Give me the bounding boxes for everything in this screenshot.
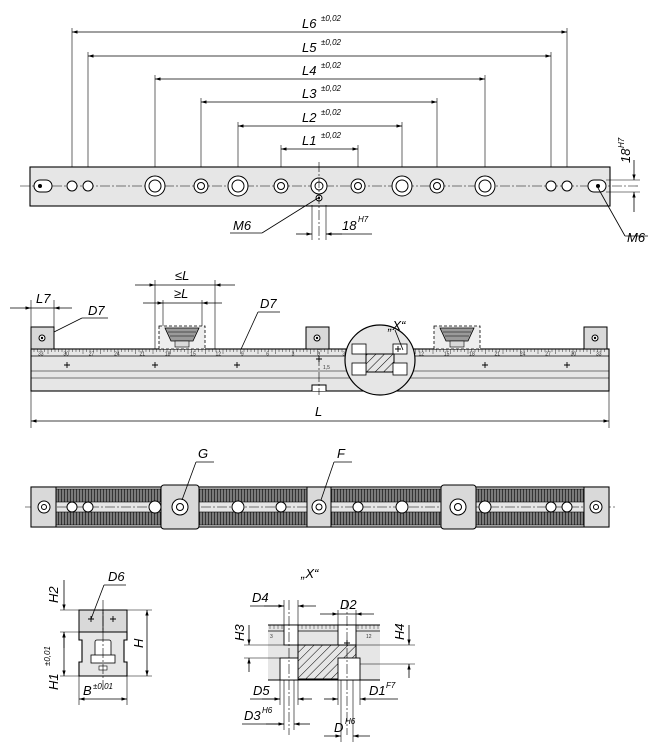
fit-bottom-label: 18 [342, 218, 357, 233]
detail-callout: „X“ [387, 318, 406, 333]
d3-tol: H6 [262, 706, 273, 715]
m6-left-leader [261, 197, 319, 234]
ruler-numeral: 15 [444, 352, 450, 358]
dim-l4-label: L4 [302, 63, 316, 78]
top-dimension-lines [72, 30, 567, 151]
dim-l2-label: L2 [302, 110, 317, 125]
ruler-ticks [33, 349, 605, 354]
ruler-numeral: 27 [89, 352, 95, 358]
plan-view: G F [25, 446, 615, 530]
ge-l-label: ≥L [174, 286, 188, 301]
left-slot-screw [38, 184, 42, 188]
d6-label: D6 [108, 569, 125, 584]
dim-l3-tol: ±0,02 [321, 84, 342, 93]
d7-mid-label: D7 [260, 296, 277, 311]
l7-label: L7 [36, 291, 51, 306]
ruler-numeral: 9 [241, 352, 244, 358]
h-label: H [131, 638, 146, 648]
ruler-numeral: 6 [266, 352, 269, 358]
dim-l1-label: L1 [302, 133, 316, 148]
ruler-numeral: 0 [317, 352, 320, 358]
dim-l6-label: L6 [302, 16, 317, 31]
d-label: D [334, 720, 343, 735]
detail-scale-c: 12 [366, 634, 372, 640]
dim-l2-tol: ±0,02 [321, 108, 342, 117]
end-view: H2 H1 ±0,01 H D6 B ±0,01 [43, 569, 152, 705]
dim-l4-tol: ±0,02 [321, 61, 342, 70]
ruler-numeral: 30 [63, 352, 69, 358]
m6-right-leader [597, 187, 626, 237]
b-tol: ±0,01 [93, 682, 113, 691]
d-tol: H6 [345, 717, 356, 726]
dim-l5-label: L5 [302, 40, 317, 55]
le-l-label: ≤L [175, 268, 189, 283]
fit-right-tol: H7 [617, 137, 626, 148]
m6-left-label: M6 [233, 218, 252, 233]
detail-x-circle [344, 324, 416, 396]
ruler-numeral: 21 [495, 352, 501, 358]
h4-label: H4 [392, 623, 407, 640]
mid-small-label: 1,5 [323, 365, 330, 371]
dim-l3-label: L3 [302, 86, 317, 101]
h3-label: H3 [232, 624, 247, 641]
h2-label: H2 [46, 586, 61, 603]
d2-label: D2 [340, 597, 357, 612]
top-holes [66, 162, 573, 240]
top-view: L6 ±0,02 L5 ±0,02 L4 ±0,02 L3 ±0,02 L2 ±… [20, 14, 648, 245]
length-label: L [315, 404, 322, 419]
d5-label: D5 [253, 683, 270, 698]
side-cross-markers [64, 356, 570, 368]
detail-title: „X“ [300, 566, 319, 581]
left-slot [33, 179, 53, 193]
ruler-numeral: 18 [469, 352, 475, 358]
side-view: ≤L ≥L L7 D7 D7 3330272421181512963036912… [10, 268, 610, 428]
ruler-numeral: 3 [292, 352, 295, 358]
d7-left-label: D7 [88, 303, 105, 318]
ruler-numeral: 33 [38, 352, 44, 358]
d4-label: D4 [252, 590, 269, 605]
ruler-numeral: 24 [520, 352, 526, 358]
h1-label: H1 [46, 673, 61, 690]
ruler-numeral: 30 [571, 352, 577, 358]
clamp-left [158, 325, 206, 350]
detail-scale-a: 3 [270, 634, 273, 640]
g-label: G [198, 446, 208, 461]
ruler-numeral: 18 [165, 352, 171, 358]
right-slot-screw [596, 184, 600, 188]
d1-tol: F7 [386, 681, 396, 690]
ruler-numeral: 24 [114, 352, 120, 358]
f-label: F [337, 446, 346, 461]
detail-view: „X“ 3 6 12 D4 D2 [232, 566, 415, 742]
ruler-numeral: 12 [216, 352, 222, 358]
dim-l6-tol: ±0,02 [321, 14, 342, 23]
dim-l1-tol: ±0,02 [321, 131, 342, 140]
b-label: B [83, 683, 92, 698]
clamp-right [433, 325, 481, 350]
ruler-numeral: 15 [190, 352, 196, 358]
plan-holes [37, 498, 603, 516]
fit-bottom-tol: H7 [358, 215, 369, 224]
ruler-numeral: 12 [418, 352, 424, 358]
d1-label: D1 [369, 683, 386, 698]
dim-l5-tol: ±0,02 [321, 38, 342, 47]
top-dimension-labels: L6 ±0,02 L5 ±0,02 L4 ±0,02 L3 ±0,02 L2 ±… [302, 14, 342, 148]
ruler-numeral: 3 [342, 352, 345, 358]
fit-right-label: 18 [618, 148, 633, 163]
h1-tol: ±0,01 [43, 646, 52, 666]
m6-right-label: M6 [627, 230, 646, 245]
ruler-numeral: 33 [596, 352, 602, 358]
ruler-numeral: 27 [545, 352, 551, 358]
ruler-numeral: 21 [139, 352, 145, 358]
d3-label: D3 [244, 708, 261, 723]
